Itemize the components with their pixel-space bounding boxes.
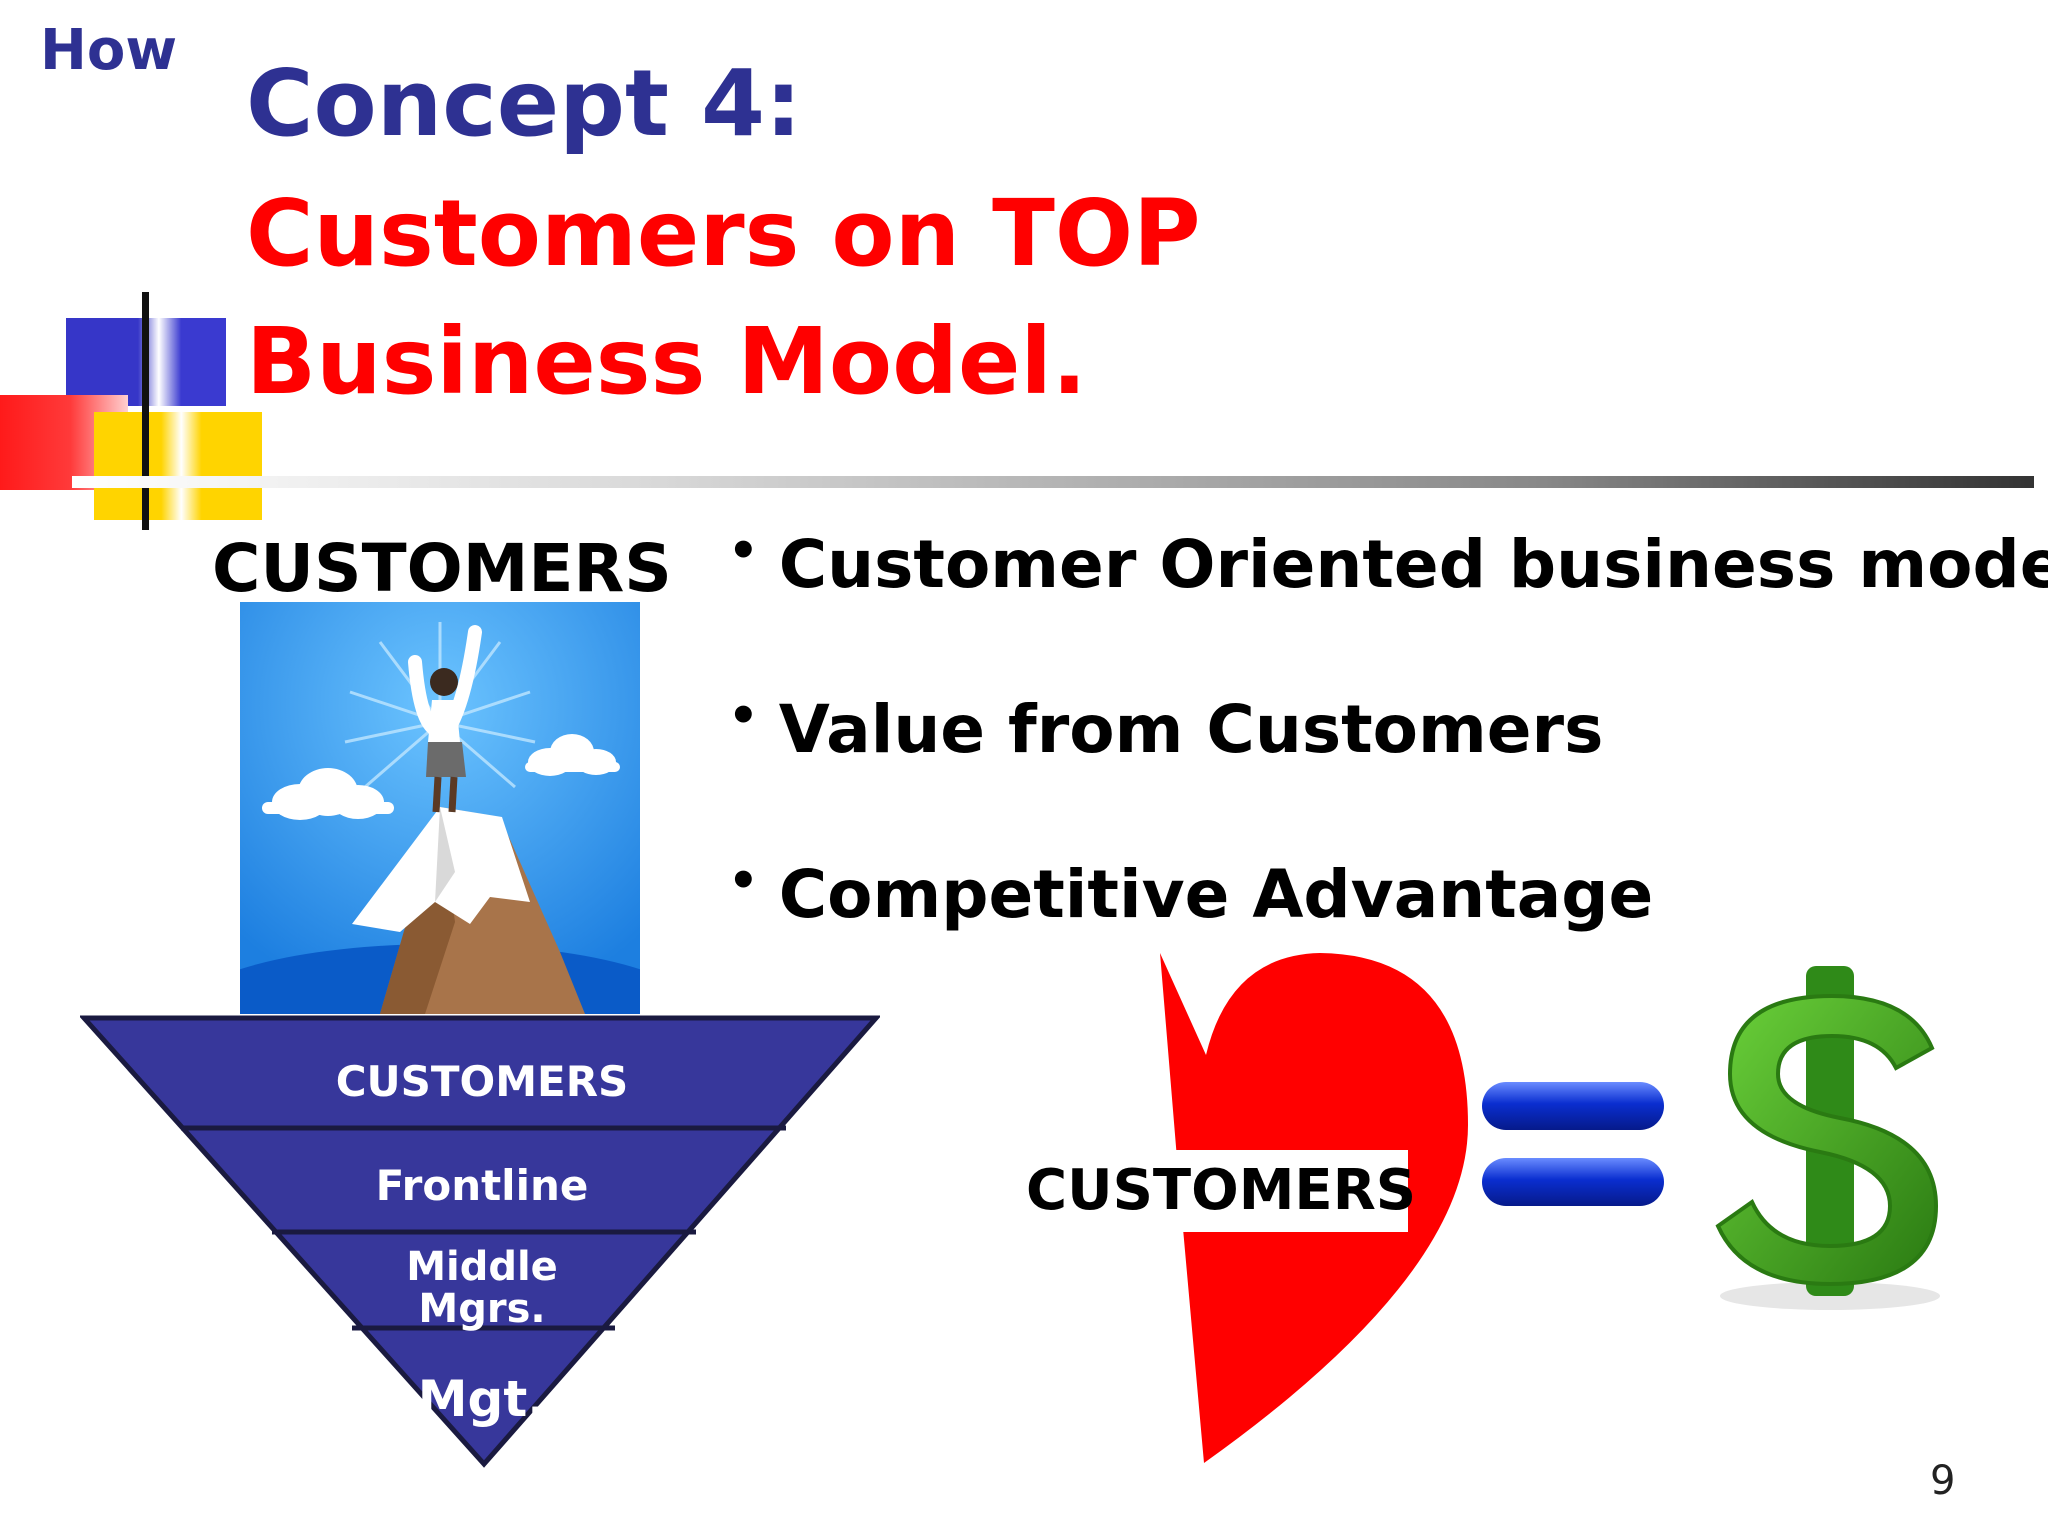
customers-label: CUSTOMERS — [212, 530, 672, 607]
pyramid-level-frontline: Frontline — [376, 1161, 589, 1210]
page-number: 9 — [1930, 1458, 1956, 1504]
corner-text: How — [40, 18, 178, 83]
slide-title-line-1: Concept 4: — [246, 50, 802, 157]
decorative-yellow-square — [94, 412, 262, 520]
bullet-list: • Customer Oriented business model • Value… — [728, 525, 2048, 1020]
equals-sign-icon — [1482, 1082, 1664, 1206]
person-on-mountain-icon — [240, 602, 640, 1014]
pyramid-level-mgt: Mgt. — [418, 1370, 546, 1428]
bullet-item: • Customer Oriented business model — [728, 525, 2048, 690]
bullet-text: Competitive Advantage — [778, 856, 1654, 933]
slide-title-line-2: Customers on TOP — [246, 180, 1201, 287]
pyramid-level-middle-line2: Mgrs. — [418, 1286, 545, 1332]
inverted-pyramid: CUSTOMERS Frontline Middle Mgrs. Mgt. — [80, 1015, 880, 1468]
bullet-dot: • — [728, 688, 759, 744]
title-divider — [72, 476, 2034, 488]
slide-title-line-3: Business Model. — [246, 308, 1087, 415]
decorative-vertical-line — [142, 292, 149, 530]
pyramid-level-middle-line1: Middle — [406, 1244, 558, 1290]
pyramid-level-customers: CUSTOMERS — [336, 1057, 629, 1106]
bullet-text: Value from Customers — [778, 691, 1604, 768]
bullet-dot: • — [728, 853, 759, 909]
bullet-dot: • — [728, 523, 759, 579]
dollar-sign-icon — [1715, 966, 1940, 1310]
bullet-item: • Value from Customers — [728, 690, 2048, 855]
heart-customers-label: CUSTOMERS — [1026, 1150, 1416, 1232]
bullet-text: Customer Oriented business model — [778, 526, 2048, 603]
bullet-item: • Competitive Advantage — [728, 855, 2048, 1020]
